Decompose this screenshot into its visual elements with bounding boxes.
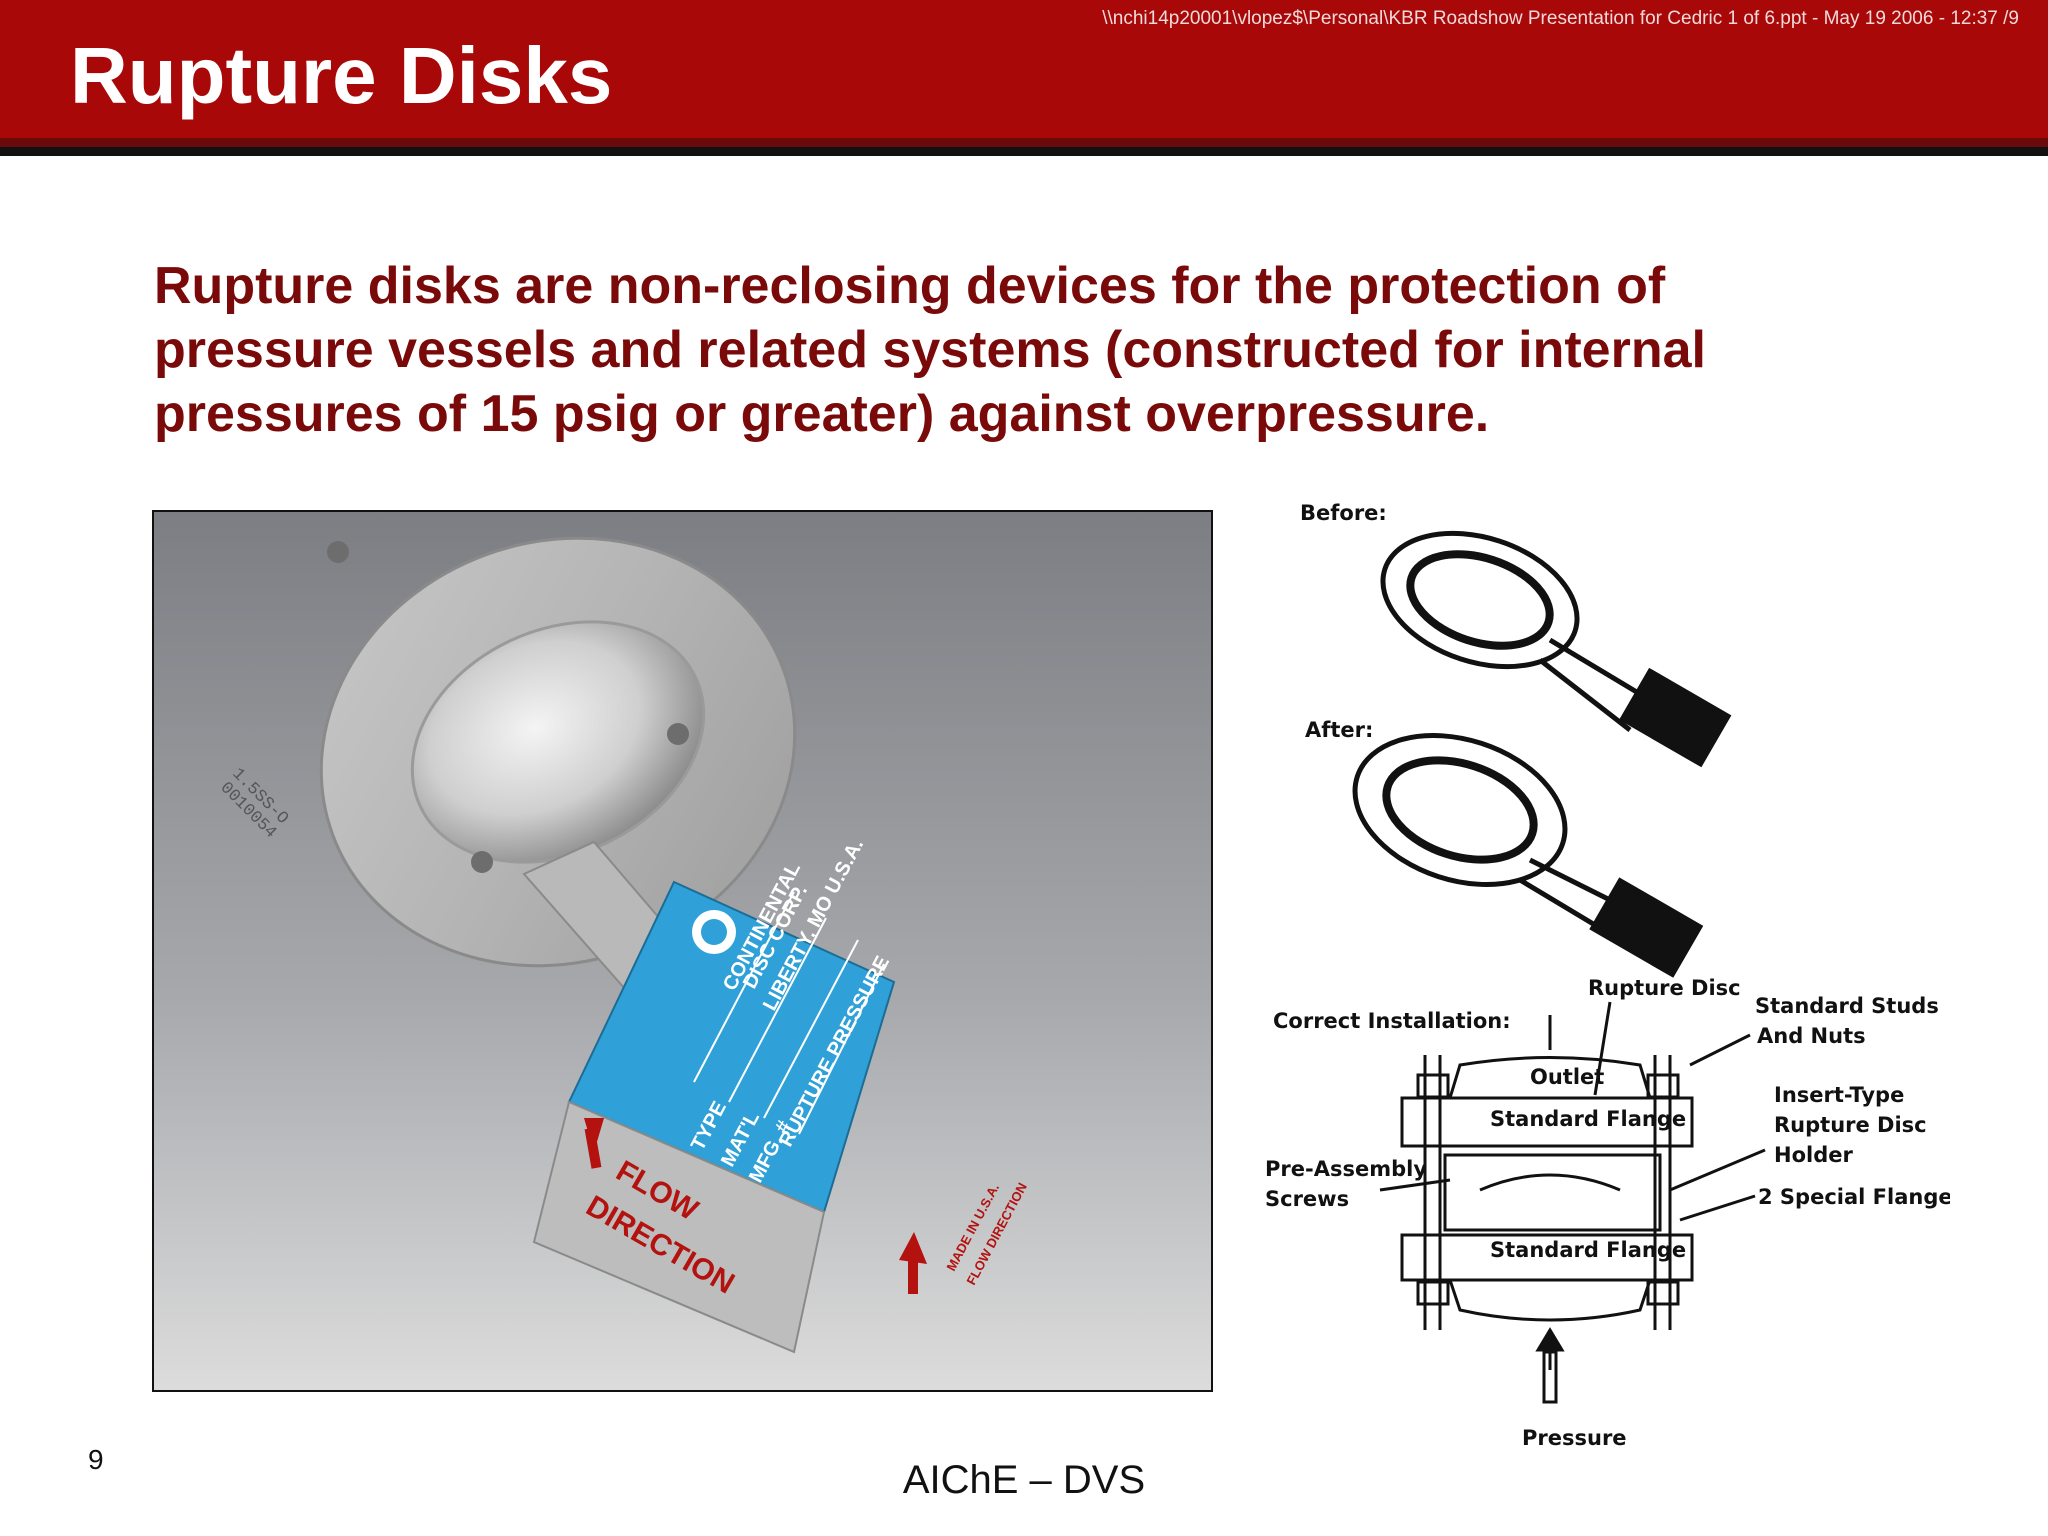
rupture-disk-photo: 1.5SS-O 0010054 NB CONTINENTAL DISC CORP… bbox=[152, 510, 1213, 1392]
label-standard-flange-bottom: Standard Flange bbox=[1490, 1238, 1686, 1262]
title-bar-divider bbox=[0, 138, 2048, 147]
tag-plate: CONTINENTAL DISC CORP. LIBERTY, MO U.S.A… bbox=[532, 835, 896, 1354]
title-bar-divider-dark bbox=[0, 147, 2048, 156]
label-screws: Screws bbox=[1265, 1187, 1349, 1211]
label-rupture-disc-2: Rupture Disc bbox=[1774, 1113, 1927, 1137]
label-insert-type: Insert-Type bbox=[1774, 1083, 1904, 1107]
label-standard-studs: Standard Studs bbox=[1755, 994, 1939, 1018]
label-special-flanges: 2 Special Flanges bbox=[1758, 1185, 1950, 1209]
footer-text: AIChE – DVS bbox=[902, 1458, 1146, 1502]
label-standard-flange-top: Standard Flange bbox=[1490, 1107, 1686, 1131]
label-rupture-disc: Rupture Disc bbox=[1588, 976, 1741, 1000]
label-pressure: Pressure bbox=[1522, 1426, 1627, 1450]
label-before: Before: bbox=[1300, 501, 1387, 525]
label-after: After: bbox=[1305, 718, 1373, 742]
label-outlet: Outlet bbox=[1530, 1065, 1604, 1089]
rupture-disc-diagram: Before: After: Correct Installation: Rup… bbox=[1250, 490, 1950, 1460]
label-pre-assembly: Pre-Assembly bbox=[1265, 1157, 1427, 1181]
slide-number: 9 bbox=[88, 1444, 104, 1475]
before-drawing bbox=[1380, 530, 1732, 768]
label-and-nuts: And Nuts bbox=[1757, 1024, 1866, 1048]
after-drawing bbox=[1352, 733, 1704, 978]
slide-title: Rupture Disks bbox=[70, 31, 613, 120]
assembly-drawing bbox=[1379, 1001, 1766, 1404]
title-bar: \\nchi14p20001\vlopez$\Personal\KBR Road… bbox=[0, 0, 2048, 138]
disk-ring: 1.5SS-O 0010054 bbox=[216, 536, 797, 968]
label-holder: Holder bbox=[1774, 1143, 1853, 1167]
body-text: Rupture disks are non-reclosing devices … bbox=[154, 257, 1706, 443]
file-path: \\nchi14p20001\vlopez$\Personal\KBR Road… bbox=[1102, 8, 2019, 29]
label-correct-installation: Correct Installation: bbox=[1273, 1009, 1511, 1033]
